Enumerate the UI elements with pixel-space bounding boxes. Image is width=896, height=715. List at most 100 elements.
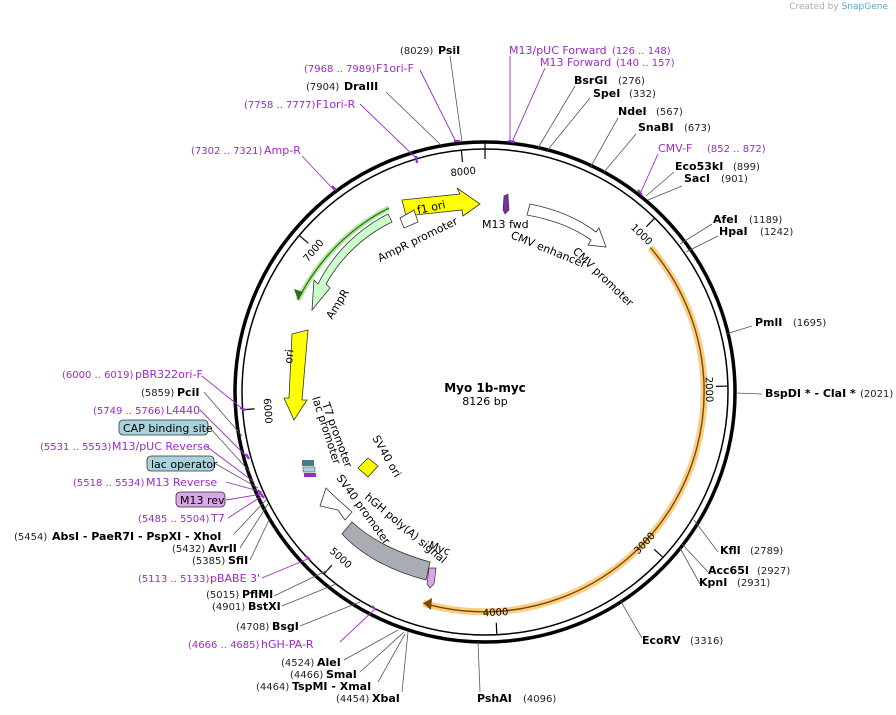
- enzyme-pos-eco53ki: (899): [733, 162, 760, 173]
- enzyme-pos-snabi: (673): [684, 123, 711, 134]
- primer-pos-m13puc-fwd: (126 .. 148): [612, 46, 671, 57]
- marker-m13-reverse: [257, 489, 265, 499]
- orf-arc-core: [423, 247, 705, 613]
- enzyme-pos-spei: (332): [629, 89, 656, 100]
- primer-hgh-pa-r: hGH-PA-R: [261, 638, 314, 651]
- ruler-label-4000: 4000: [483, 607, 509, 619]
- marker-hgh-pa-r: [371, 605, 377, 611]
- lac-operator-box: [146, 455, 215, 472]
- ruler-tick-4000: [495, 622, 498, 635]
- primer-pos-f1ori-r: (7758 .. 7777): [244, 100, 316, 111]
- leader-avrii: [239, 503, 269, 549]
- ruler-tick-5000: [323, 564, 333, 575]
- enzyme-pos-pmli: (1695): [793, 318, 826, 329]
- enzyme-pflmi: PflMI: [242, 588, 273, 601]
- primer-cmvf: CMV-F: [658, 142, 692, 155]
- enzyme-bsrgi: BsrGI: [574, 74, 607, 87]
- leader-cmvf: [639, 153, 659, 195]
- leader-f1ori-f: [419, 69, 457, 143]
- ruler-label-6000: 6000: [261, 398, 274, 424]
- enzyme-draiii: DraIII: [344, 80, 378, 93]
- m13-rev-label: M13 rev: [180, 494, 225, 507]
- enzyme-acc65i: Acc65I: [708, 564, 749, 577]
- leader-f1ori-r: [359, 103, 417, 159]
- enzyme-pos-bsrgi: (276): [618, 76, 645, 87]
- enzyme-pshai: PshAI: [477, 692, 512, 705]
- primer-pos-hgh-pa-r: (4666 .. 4685): [188, 640, 260, 651]
- leader-m13-rev: [225, 493, 263, 501]
- primer-m13puc-rev: M13/pUC Reverse: [112, 440, 210, 453]
- enzyme-pos-kfli: (2789): [750, 546, 783, 557]
- enzyme-sfii: SfiI: [228, 554, 248, 567]
- leader-xbai: [401, 631, 409, 693]
- primer-pos-cmvf: (852 .. 872): [707, 144, 766, 155]
- leader-pflmi: [273, 569, 329, 597]
- enzyme-saci: SacI: [684, 172, 710, 185]
- enzyme-pos-smai: (4466): [290, 670, 323, 681]
- leader-m13puc-rev: [205, 445, 255, 483]
- enzyme-alei: AleI: [317, 656, 341, 669]
- leader-amp-r: [301, 155, 335, 191]
- plasmid-length: 8126 bp: [462, 395, 507, 408]
- leader-spei: [545, 97, 591, 153]
- m13-fwd-arrow: [502, 193, 510, 215]
- primer-amp-r: Amp-R: [264, 144, 301, 157]
- enzyme-afei: AfeI: [713, 213, 738, 226]
- leader-bsgi: [299, 601, 361, 627]
- ruler-tick-7000: [298, 234, 309, 244]
- ori-arrow: [283, 329, 309, 421]
- primer-f1ori-f: F1ori-F: [376, 62, 414, 75]
- leader-afei: [679, 223, 713, 245]
- enzyme-pos-bstxi: (4901): [212, 602, 245, 613]
- ampr-arrow: [311, 213, 393, 312]
- sv40-ori-box: [357, 457, 379, 478]
- enzyme-xbai: XbaI: [372, 692, 400, 705]
- leader-bsrgi: [537, 85, 576, 149]
- leader-pshai: [477, 641, 481, 693]
- ampr-promoter-arrow: [399, 209, 419, 229]
- leader-xhoi: [233, 499, 267, 535]
- enzyme-pos-pcii: (5859): [141, 388, 174, 399]
- leader-l4440: [199, 409, 247, 457]
- credit-prefix: Created by: [789, 2, 839, 12]
- leader-snabi: [603, 133, 637, 173]
- cap-binding-site-label: CAP binding site: [123, 422, 213, 435]
- enzyme-tspmi-xmai: TspMI - XmaI: [292, 680, 371, 693]
- snapgene-logo-text: SnapGene: [841, 2, 888, 12]
- enzyme-pos-acc65i: (2927): [757, 566, 790, 577]
- primer-f1ori-r: F1ori-R: [316, 98, 356, 111]
- enzyme-pos-ndei: (567): [656, 107, 683, 118]
- ruler-tick-1000: [645, 217, 656, 228]
- feature-label-m13-fwd: M13 fwd: [482, 218, 529, 231]
- leader-pcii: [203, 391, 243, 437]
- enzyme-pos-ecorv: (3316): [690, 636, 723, 647]
- marker-cmvf: [637, 189, 643, 196]
- plasmid-name: Myo 1b-myc: [444, 381, 526, 395]
- feature-label-cmv-promoter: CMV promoter: [570, 245, 636, 310]
- ruler-label-8000: 8000: [450, 166, 476, 179]
- leader-t7: [227, 495, 263, 519]
- enzyme-pmli: PmlI: [755, 316, 782, 329]
- enzyme-pos-afei: (1189): [749, 215, 782, 226]
- leader-xmai: [377, 633, 406, 683]
- enzyme-eco53ki: Eco53kI: [675, 160, 723, 173]
- enzyme-smai: SmaI: [326, 668, 357, 681]
- plasmid-backbone: [233, 140, 737, 644]
- enzyme-pos-alei: (4524): [281, 658, 314, 669]
- leader-cap-site: [209, 427, 251, 473]
- leader-lac-operator: [215, 463, 259, 489]
- enzyme-pos-xbai: (4454): [336, 694, 369, 705]
- primer-pos-m13puc-rev: (5531 .. 5553): [40, 442, 112, 453]
- cmv-arrow: [526, 203, 607, 248]
- primer-pos-m13-fwd: (140 .. 157): [616, 58, 675, 69]
- leader-m13-fwd: [511, 67, 546, 143]
- enzyme-xhoi-group: AbsI - PaeR7I - PspXI - XhoI: [52, 530, 221, 543]
- ruler-label-1000: 1000: [628, 222, 654, 248]
- feature-label-f1-ori: f1 ori: [416, 198, 447, 217]
- leader-acc65i: [681, 543, 709, 573]
- feature-label-ori: ori: [282, 349, 296, 365]
- ruler-tick-3000: [653, 548, 664, 558]
- leader-draiii: [385, 91, 443, 147]
- leader-bspdi: [735, 392, 763, 395]
